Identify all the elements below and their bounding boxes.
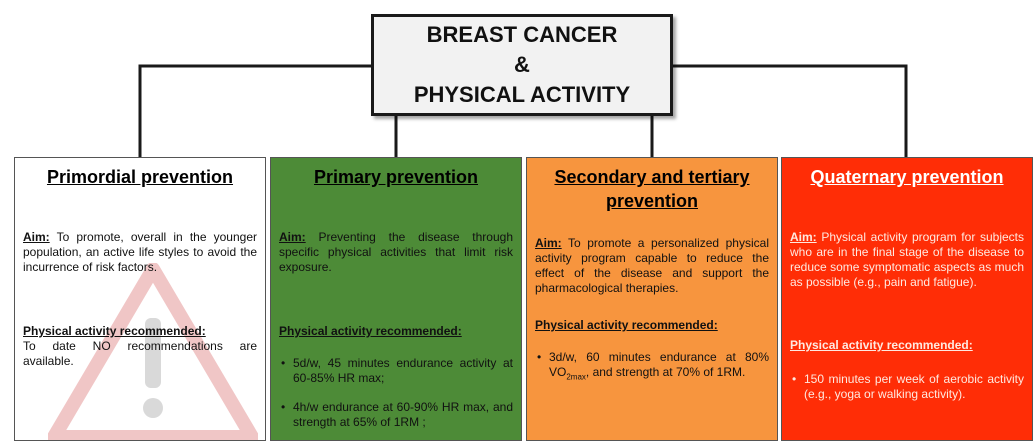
recommendation-section: Physical activity recommended:: [279, 324, 513, 339]
panel-heading: Quaternary prevention: [810, 167, 1004, 187]
panel-secondary-tertiary-prevention: Secondary and tertiary prevention Aim: T…: [526, 157, 778, 441]
panel-heading: Primordial prevention: [46, 167, 234, 187]
recommendation-text: To date NO recommendations are available…: [23, 339, 257, 368]
bullet-text-pre: 3d/w, 60 minutes endurance at 80% VO: [549, 350, 769, 379]
recommendation-label: Physical activity recommended:: [790, 338, 973, 352]
aim-paragraph: Aim: To promote a personalized physical …: [535, 236, 769, 296]
panel-primordial-prevention: Primordial prevention Aim: To promote, o…: [14, 157, 266, 441]
recommendation-section: Physical activity recommended: To date N…: [23, 324, 257, 369]
title-box: BREAST CANCER & PHYSICAL ACTIVITY: [371, 14, 673, 116]
title-line-3: PHYSICAL ACTIVITY: [413, 82, 631, 107]
aim-label: Aim:: [279, 230, 306, 244]
aim-paragraph: Aim: Preventing the disease through spec…: [279, 230, 513, 275]
recommendation-label: Physical activity recommended:: [23, 324, 206, 338]
recommendation-section: Physical activity recommended:: [790, 338, 1024, 353]
aim-text: Physical activity program for subjects w…: [790, 230, 1024, 289]
bullet-subscript: 2max: [566, 372, 586, 382]
title-line-2: &: [514, 52, 530, 77]
panel-primary-prevention: Primary prevention Aim: Preventing the d…: [270, 157, 522, 441]
list-item: 3d/w, 60 minutes endurance at 80% VO2max…: [535, 350, 769, 384]
aim-text: To promote a personalized physical activ…: [535, 236, 769, 295]
title-line-1: BREAST CANCER: [426, 22, 618, 47]
aim-paragraph: Aim: Physical activity program for subje…: [790, 230, 1024, 290]
panel-quaternary-prevention: Quaternary prevention Aim: Physical acti…: [781, 157, 1033, 441]
recommendation-section: Physical activity recommended:: [535, 318, 769, 333]
aim-paragraph: Aim: To promote, overall in the younger …: [23, 230, 257, 275]
warning-icon: [48, 263, 258, 440]
list-item: 5d/w, 45 minutes endurance activity at 6…: [279, 356, 513, 386]
bullet-text-post: , and strength at 70% of 1RM.: [585, 365, 746, 379]
list-item: 4h/w endurance at 60-90% HR max, and str…: [279, 400, 513, 430]
aim-label: Aim:: [790, 230, 817, 244]
panel-heading: Secondary and tertiary prevention: [554, 167, 750, 211]
aim-text: Preventing the disease through specific …: [279, 230, 513, 274]
panel-heading: Primary prevention: [313, 167, 479, 187]
recommendation-label: Physical activity recommended:: [535, 318, 718, 332]
aim-label: Aim:: [23, 230, 50, 244]
aim-text: To promote, overall in the younger popul…: [23, 230, 257, 274]
aim-label: Aim:: [535, 236, 562, 250]
list-item: 150 minutes per week of aerobic activity…: [790, 372, 1024, 402]
recommendation-label: Physical activity recommended:: [279, 324, 462, 338]
